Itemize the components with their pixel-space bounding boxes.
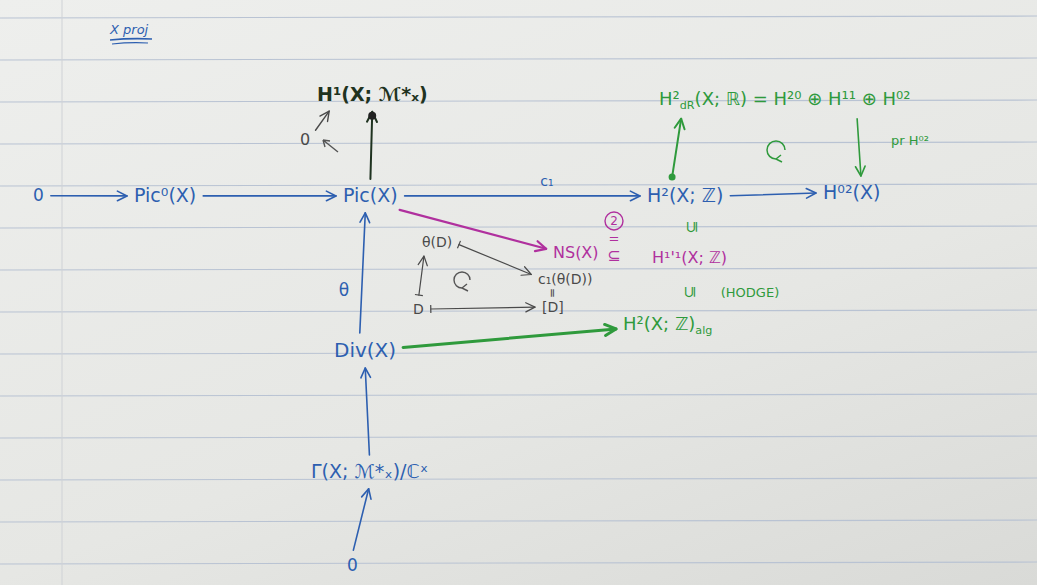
math-object: H²(X; ℤ) [644, 183, 726, 209]
commute-symbol [462, 284, 468, 291]
edge-label: θ [337, 281, 351, 300]
arrow [415, 256, 427, 295]
math-object: Pic⁰(X) [131, 183, 199, 209]
math-text: D [413, 301, 424, 317]
arrow [367, 112, 377, 179]
math-object: H²dR(X; ℝ) = H²⁰ ⊕ H¹¹ ⊕ H⁰² [656, 87, 914, 115]
math-text: H¹'¹(X; ℤ) [652, 248, 727, 267]
math-text: H²(X; ℤ) [623, 313, 695, 334]
inclusion-sign: ⊆ [682, 285, 698, 298]
math-text: 0 [33, 185, 44, 205]
math-text: 0 [300, 130, 310, 149]
title: X proj [110, 22, 148, 37]
math-text: [D] [542, 299, 564, 315]
arrow [405, 191, 640, 201]
commute-symbol [767, 141, 785, 159]
arrow [730, 189, 816, 199]
math-text: H² [659, 88, 680, 109]
math-object: θ(D) [419, 232, 455, 252]
arrow [403, 324, 616, 347]
math-object: 0 [30, 184, 47, 208]
equals-sign: = [547, 288, 559, 298]
math-text: (X; ℝ) = H²⁰ ⊕ H¹¹ ⊕ H⁰² [695, 88, 911, 109]
edge-label: c₁ [538, 173, 555, 189]
note: (HODGE) [721, 286, 779, 299]
commute-symbol [776, 155, 782, 162]
arrow [431, 303, 535, 313]
edge-label: pr H⁰² [889, 133, 931, 148]
arrow [400, 210, 547, 251]
math-text: H⁰²(X) [823, 181, 880, 203]
math-object: c₁(θ(D)) [535, 269, 596, 289]
arrow [353, 489, 371, 550]
math-object: Γ(X; ℳ*ₓ)/ℂˣ [308, 459, 431, 485]
subscript: alg [695, 324, 712, 337]
math-text: H²(X; ℤ) [647, 184, 723, 206]
math-object: 0 [344, 554, 361, 578]
arrow [361, 368, 371, 455]
math-object: Pic(X) [340, 183, 401, 209]
arrow [457, 241, 531, 275]
callout-circle [605, 212, 623, 230]
underline [110, 39, 152, 40]
math-text: H¹(X; ℳ*ₓ) [317, 83, 428, 105]
subscript: dR [680, 99, 695, 112]
math-text: Div(X) [334, 338, 396, 362]
callout-number: 2 [610, 215, 618, 227]
math-object: Div(X) [331, 337, 399, 364]
math-object: H²(X; ℤ)alg [620, 312, 715, 340]
commute-symbol [454, 272, 470, 288]
equals-sign: = [609, 232, 620, 245]
math-text: Γ(X; ℳ*ₓ)/ℂˣ [311, 460, 428, 482]
arrow [669, 119, 685, 181]
math-text: c₁(θ(D)) [538, 271, 593, 287]
small-arrow [323, 140, 338, 152]
math-text: Pic⁰(X) [134, 184, 196, 206]
inclusion-sign: ⊆ [684, 220, 700, 233]
math-object: NS(X) [550, 242, 602, 264]
arrow [51, 191, 127, 201]
math-text: 0 [347, 555, 358, 575]
math-object: D [410, 299, 427, 319]
math-text: Pic(X) [343, 184, 398, 206]
arrow [856, 119, 866, 176]
arrow [316, 111, 330, 130]
math-text: NS(X) [553, 243, 599, 262]
math-object: H⁰²(X) [820, 180, 883, 206]
arrow [203, 191, 336, 201]
math-object: [D] [539, 297, 567, 317]
math-object: H¹'¹(X; ℤ) [649, 247, 730, 269]
math-text: θ(D) [422, 234, 452, 250]
inclusion-sign: ⊆ [607, 248, 620, 264]
arrow [360, 213, 370, 333]
math-object: H¹(X; ℳ*ₓ) [314, 82, 431, 108]
underline [112, 43, 148, 44]
math-object: 0 [297, 129, 313, 151]
